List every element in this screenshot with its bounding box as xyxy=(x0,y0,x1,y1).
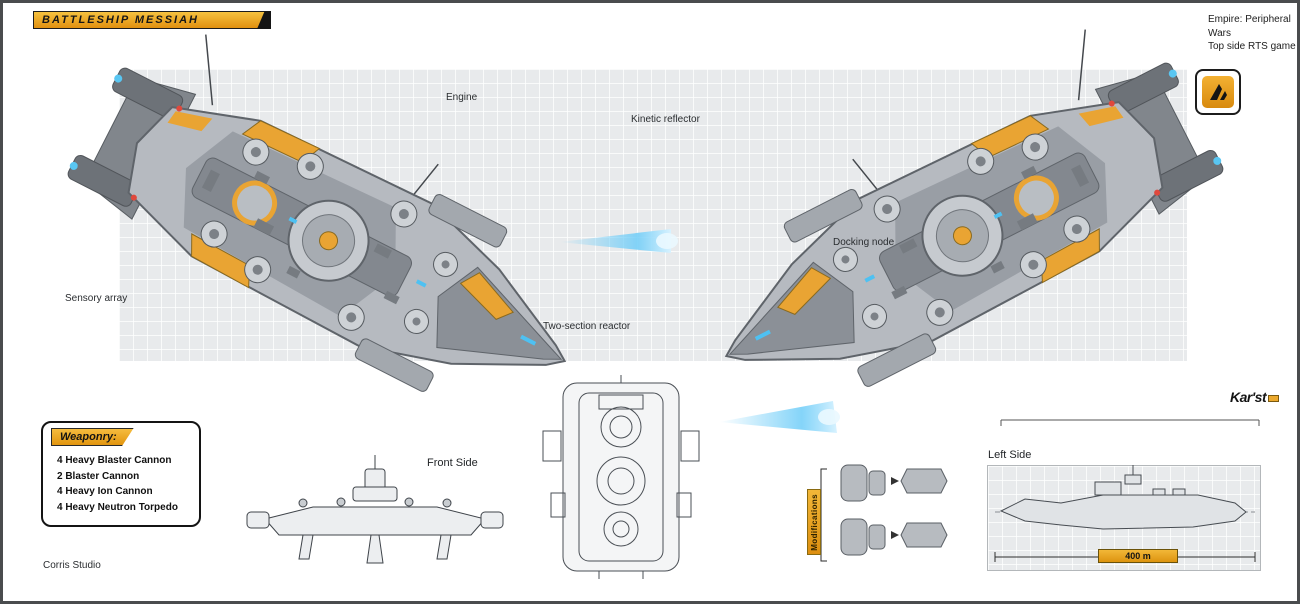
front-side-label: Front Side xyxy=(427,457,478,469)
project-credit: Empire: Peripheral Wars Top side RTS gam… xyxy=(1208,13,1297,54)
weaponry-box: Weaponry: 4 Heavy Blaster Cannon 2 Blast… xyxy=(41,421,201,527)
studio-credit: Corris Studio xyxy=(43,560,101,571)
callout-kinetic-reflector: Kinetic reflector xyxy=(631,114,700,125)
weaponry-title: Weaponry: xyxy=(51,428,134,446)
scale-bar: 400 m xyxy=(1098,549,1178,563)
studio-logo-icon xyxy=(1202,76,1234,108)
project-credit-line2: Top side RTS game xyxy=(1208,41,1296,52)
cross-section-drawing xyxy=(542,375,700,579)
artist-name: Kar'st xyxy=(1230,389,1267,405)
modifications-label: Modifications xyxy=(807,489,821,555)
artist-accent-mark xyxy=(1268,395,1280,402)
side-view-blueprint xyxy=(994,419,1260,562)
left-side-label: Left Side xyxy=(988,449,1032,461)
claw-mark-icon xyxy=(1210,84,1227,100)
studio-logo-box xyxy=(1195,69,1241,115)
artwork-layer xyxy=(3,3,1260,579)
left-ship-illustration xyxy=(51,6,623,443)
callout-sensory-array: Sensory array xyxy=(65,293,128,304)
modification-thumbnails xyxy=(820,464,948,562)
right-ship-illustration xyxy=(668,3,1240,438)
callout-docking-node: Docking node xyxy=(833,237,895,248)
weaponry-item: 2 Blaster Cannon xyxy=(57,470,140,482)
engine-flare xyxy=(559,229,840,433)
weaponry-list: 4 Heavy Blaster Cannon 2 Blaster Cannon … xyxy=(57,453,178,515)
page-title: BATTLESHIP MESSIAH xyxy=(42,14,200,26)
weaponry-item: 4 Heavy Blaster Cannon xyxy=(57,455,172,466)
weaponry-item: 4 Heavy Ion Cannon xyxy=(57,486,153,497)
callout-engine: Engine xyxy=(446,92,478,103)
scale-bar-text: 400 m xyxy=(1125,551,1151,561)
weaponry-item: 4 Heavy Neutron Torpedo xyxy=(57,501,178,513)
front-view-drawing xyxy=(246,455,504,564)
title-bar: BATTLESHIP MESSIAH xyxy=(33,11,271,29)
project-credit-line1: Empire: Peripheral Wars xyxy=(1208,14,1291,39)
modifications-label-text: Modifications xyxy=(809,493,819,551)
callout-two-section-reactor: Two-section reactor xyxy=(543,321,631,332)
artist-signature: Kar'st xyxy=(1230,389,1280,405)
